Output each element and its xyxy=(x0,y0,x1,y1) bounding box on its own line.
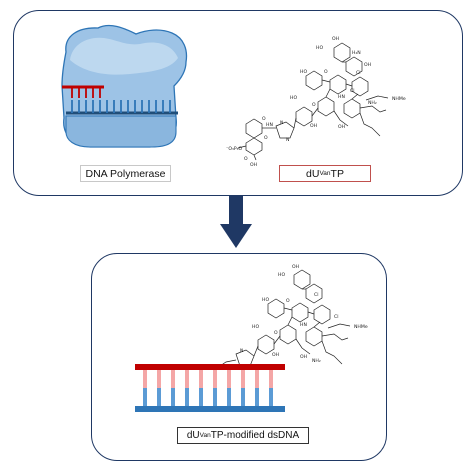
svg-text:O: O xyxy=(312,102,316,108)
svg-text:N: N xyxy=(286,137,289,143)
svg-text:HO: HO xyxy=(316,45,323,51)
dutp-van-atom-labels: OH HO H₂N OH HO Cl O HN NHMe NH₂ HO OH O… xyxy=(226,36,406,168)
svg-text:NHMe: NHMe xyxy=(392,96,406,102)
svg-text:HN: HN xyxy=(266,122,273,128)
svg-text:OH: OH xyxy=(272,352,279,358)
svg-text:HO: HO xyxy=(278,272,285,278)
dutp-van-structure xyxy=(237,42,389,161)
svg-text:Cl: Cl xyxy=(356,70,360,76)
svg-text:NH₂: NH₂ xyxy=(368,100,377,106)
svg-text:Cl: Cl xyxy=(314,292,318,298)
svg-text:OH: OH xyxy=(300,354,307,360)
svg-text:HO: HO xyxy=(262,297,269,303)
dna-polymerase-label: DNA Polymerase xyxy=(80,165,171,182)
svg-text:OH: OH xyxy=(292,264,299,270)
downward-arrow xyxy=(220,196,252,248)
svg-text:Cl: Cl xyxy=(350,88,354,94)
dsdna-red-strand xyxy=(135,364,285,370)
bottom-panel xyxy=(91,253,387,461)
enzyme-highlight xyxy=(70,37,178,75)
svg-text:O: O xyxy=(324,69,328,75)
svg-text:Cl: Cl xyxy=(334,314,338,320)
svg-text:O: O xyxy=(244,156,248,162)
dsdna-illustration xyxy=(135,364,285,412)
svg-text:OH: OH xyxy=(338,124,345,130)
svg-text:O: O xyxy=(286,298,290,304)
svg-text:OH: OH xyxy=(250,162,257,168)
svg-text:O: O xyxy=(262,116,266,122)
svg-text:N: N xyxy=(240,348,243,354)
svg-text:OH: OH xyxy=(310,123,317,129)
dsdna-blue-strand xyxy=(135,406,285,412)
template-rungs xyxy=(71,100,171,113)
svg-text:N: N xyxy=(280,120,283,126)
svg-text:HO: HO xyxy=(252,324,259,330)
svg-text:H₂N: H₂N xyxy=(352,50,361,56)
svg-text:O: O xyxy=(264,135,268,141)
enzyme-lower-lobe xyxy=(65,115,177,148)
svg-text:O: O xyxy=(274,330,278,336)
svg-text:NHMe: NHMe xyxy=(354,324,368,330)
svg-text:OH: OH xyxy=(364,62,371,68)
svg-text:HN: HN xyxy=(338,94,345,100)
primer-rungs xyxy=(71,87,101,98)
svg-text:⁻O₃P₃O: ⁻O₃P₃O xyxy=(226,146,242,152)
svg-text:OH: OH xyxy=(332,36,339,42)
dna-polymerase-illustration xyxy=(61,24,188,148)
svg-text:HO: HO xyxy=(300,69,307,75)
modified-dsdna-atom-labels: OH HO HO Cl NHMe HN O NH₂ HO OH OH O N N… xyxy=(240,264,368,372)
dsdna-bottom-rungs xyxy=(143,388,273,406)
svg-text:HN: HN xyxy=(300,322,307,328)
svg-text:HO: HO xyxy=(290,95,297,101)
svg-text:NH₂: NH₂ xyxy=(312,358,321,364)
dsdna-top-rungs xyxy=(143,370,273,388)
